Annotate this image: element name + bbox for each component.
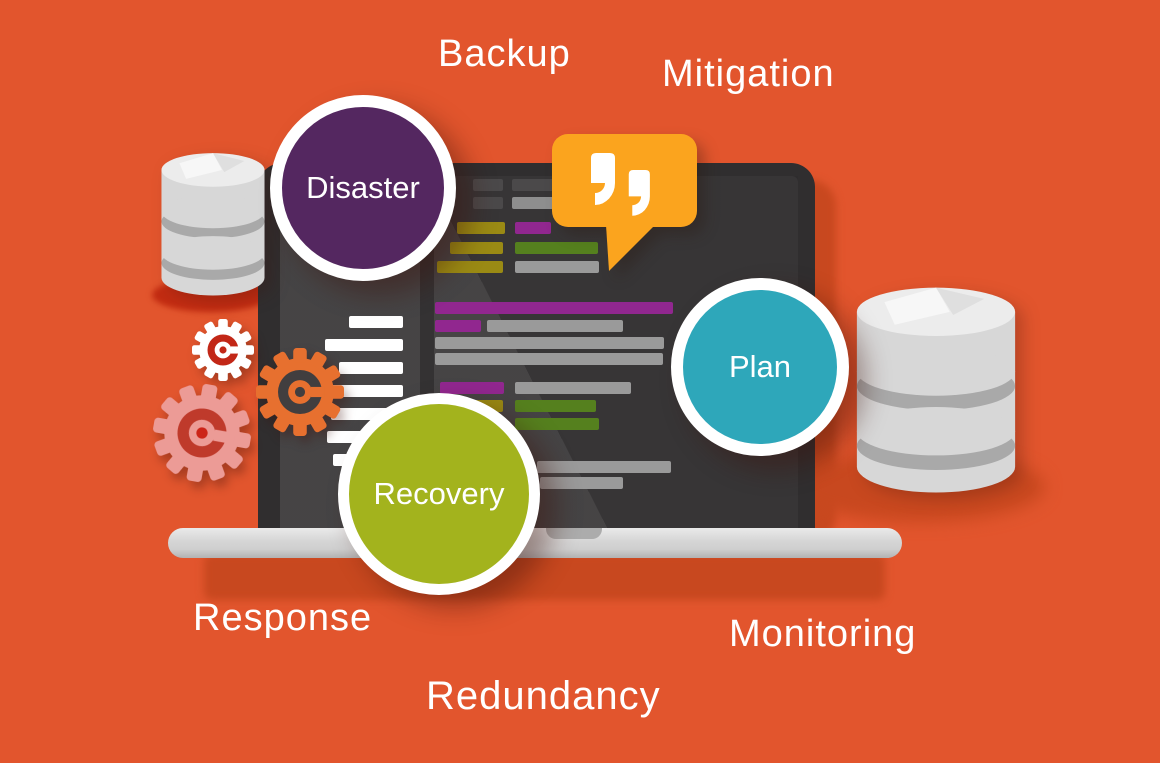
circle-disaster-label: Disaster (306, 170, 420, 205)
code-line (515, 222, 551, 234)
code-line (440, 382, 504, 394)
code-line (515, 400, 596, 412)
code-line (515, 418, 599, 430)
code-line (450, 242, 503, 254)
label-response: Response (193, 597, 373, 639)
circle-plan: Plan (671, 278, 849, 456)
label-mitigation: Mitigation (662, 53, 835, 95)
quote-icon (591, 153, 650, 216)
laptop-base-notch (546, 528, 602, 539)
sidebar-line (339, 362, 403, 374)
circle-disaster: Disaster (270, 95, 456, 281)
code-line (512, 179, 560, 191)
code-line (435, 353, 663, 365)
gear-icon (256, 348, 344, 436)
code-line (515, 242, 598, 254)
code-line (435, 302, 673, 314)
database-icon (856, 287, 1016, 493)
sidebar-line (349, 316, 403, 328)
base-shadow (204, 554, 885, 600)
laptop-base (168, 528, 902, 558)
code-line (515, 261, 599, 273)
circle-recovery: Recovery (338, 393, 540, 595)
code-line (457, 222, 505, 234)
code-line (473, 179, 503, 191)
circle-recovery-label: Recovery (373, 476, 505, 511)
code-line (435, 337, 664, 349)
code-line (473, 197, 503, 209)
gear-icon (153, 384, 251, 482)
sidebar-line (325, 339, 403, 351)
code-line (487, 320, 623, 332)
code-line (540, 477, 623, 489)
speech-bubble (552, 134, 697, 271)
circle-plan-label: Plan (728, 349, 792, 384)
code-line (435, 320, 481, 332)
code-line (437, 261, 503, 273)
label-monitoring: Monitoring (729, 613, 917, 655)
label-backup: Backup (438, 33, 571, 75)
code-line (515, 382, 631, 394)
sidebar-line (327, 385, 403, 397)
code-line (537, 461, 671, 473)
database-icon (161, 153, 265, 296)
label-redundancy: Redundancy (426, 674, 661, 718)
gear-icon (192, 319, 254, 381)
